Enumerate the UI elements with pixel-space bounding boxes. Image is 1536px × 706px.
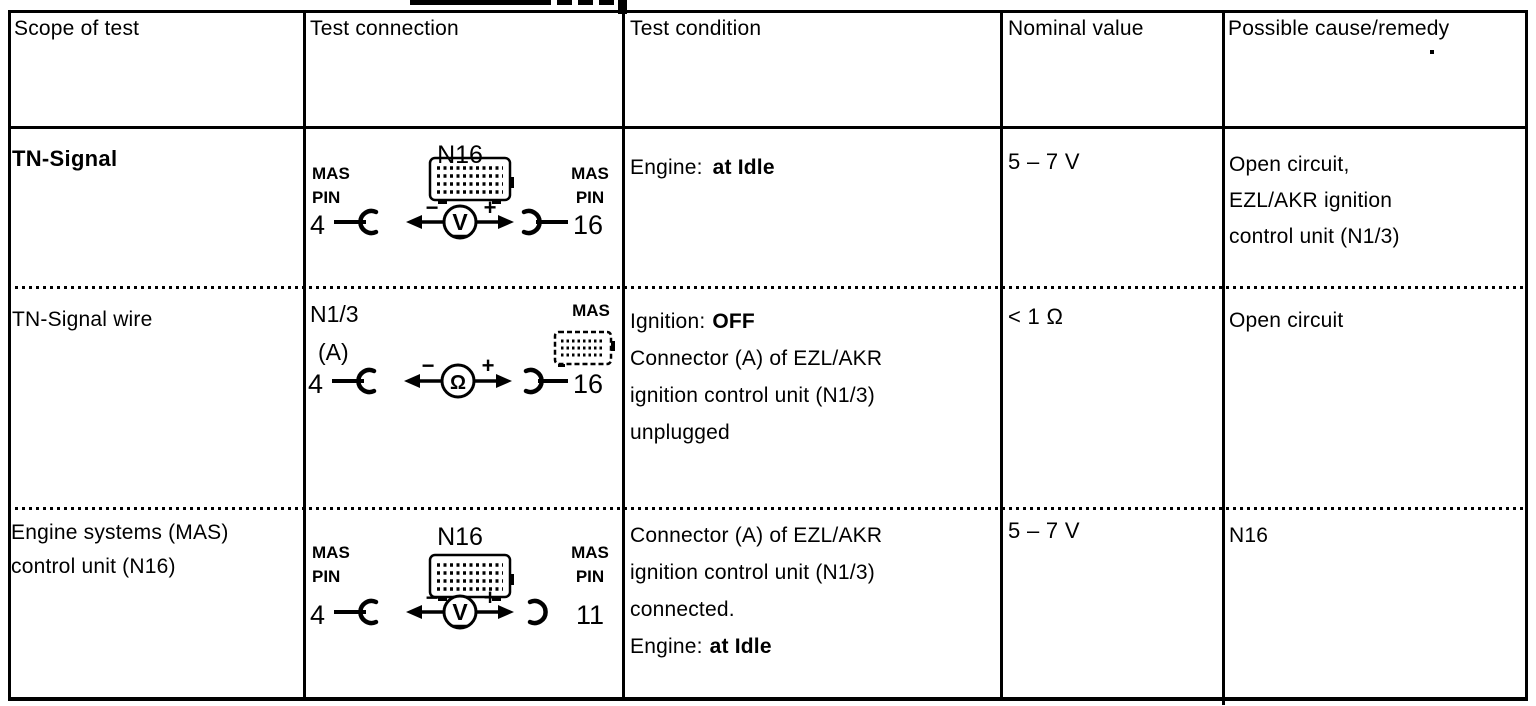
connector-terminal-icon [358, 208, 379, 236]
meter-symbol: V [452, 209, 468, 235]
voltmeter-icon: V − + [406, 585, 514, 630]
condition-line: Connector (A) of EZL/AKR [630, 524, 883, 547]
remedy-line: EZL/AKR ignition [1229, 189, 1393, 212]
table-left-border [8, 10, 11, 700]
table-bottom-border [8, 697, 1528, 701]
right-connector-label: MAS [572, 301, 610, 320]
condition-line: unplugged [630, 421, 730, 444]
condition-text-bold: at Idle [712, 156, 775, 179]
condition-text-bold: at Idle [709, 635, 772, 658]
condition-line: connected. [630, 598, 735, 621]
connector-box-icon [428, 553, 514, 601]
left-pin-number: 4 [310, 210, 325, 240]
right-connector-label: MAS [571, 164, 609, 183]
plus-sign: + [484, 585, 497, 610]
remedy-line: N16 [1229, 524, 1269, 547]
cell-condition-row1: Engine: at Idle [630, 149, 775, 186]
cell-condition-row2: Ignition: OFF Connector (A) of EZL/AKR ig… [630, 303, 882, 451]
condition-text-bold: OFF [712, 310, 755, 333]
right-pin-number: 11 [576, 600, 604, 630]
condition-text: Ignition: [630, 310, 706, 333]
test-connection-diagram-row1: MAS PIN 4 N16 V − + 16 M [310, 141, 609, 240]
cell-scope-row1: TN-Signal [12, 146, 118, 171]
cell-nominal-row2: < 1 Ω [1008, 304, 1064, 329]
remedy-line: Open circuit [1229, 309, 1344, 332]
right-pin-number: 16 [573, 210, 603, 240]
column-divider [303, 10, 306, 700]
connector-terminal-icon [356, 367, 377, 395]
condition-text: Engine: [630, 635, 703, 658]
connector-box-icon [553, 330, 615, 367]
header-possible-cause-remedy: Possible cause/remedy [1228, 17, 1450, 40]
right-pin-number: 16 [573, 369, 603, 399]
minus-sign: − [426, 585, 439, 610]
left-connector-label: N1/3 [310, 301, 359, 327]
left-connector-label: PIN [312, 188, 340, 207]
cell-nominal-row3: 5 – 7 V [1008, 518, 1080, 543]
left-connector-label: PIN [312, 567, 340, 586]
right-connector-label: PIN [576, 567, 604, 586]
connector-terminal-icon [527, 598, 548, 626]
scope-line: control unit (N16) [11, 555, 176, 578]
device-label: N16 [437, 141, 483, 169]
cell-scope-row2: TN-Signal wire [12, 308, 153, 331]
scan-artifact [618, 0, 627, 14]
cell-condition-row3: Connector (A) of EZL/AKR ignition contro… [630, 517, 882, 665]
header-nominal-value: Nominal value [1008, 17, 1144, 40]
header-test-connection: Test connection [310, 17, 459, 40]
right-connector-label: PIN [576, 188, 604, 207]
condition-line: ignition control unit (N1/3) [630, 384, 875, 407]
column-divider [1222, 10, 1225, 705]
left-pin-number: 4 [310, 600, 325, 630]
condition-line: ignition control unit (N1/3) [630, 561, 875, 584]
column-divider [622, 10, 625, 700]
header-scope-of-test: Scope of test [14, 17, 140, 40]
condition-line: Connector (A) of EZL/AKR [630, 347, 883, 370]
voltmeter-icon: V − + [406, 195, 514, 240]
connector-box-icon [428, 156, 514, 204]
connector-terminal-icon [358, 598, 379, 626]
column-divider [1000, 10, 1003, 700]
scan-artifact [414, 0, 542, 5]
left-connector-label: MAS [312, 164, 350, 183]
row-divider-dotted [8, 507, 1528, 510]
ohmmeter-icon: Ω − + [404, 353, 512, 399]
left-connector-label: (A) [318, 339, 349, 365]
test-connection-diagram-row2: N1/3 (A) 4 Ω − + MAS 16 [308, 301, 615, 399]
meter-symbol: Ω [450, 372, 466, 394]
device-label: N16 [437, 523, 483, 551]
cell-nominal-row1: 5 – 7 V [1008, 149, 1080, 174]
plus-sign: + [482, 353, 495, 378]
row-divider-dotted [8, 286, 1528, 289]
condition-text: Engine: [630, 156, 703, 179]
header-test-condition: Test condition [630, 17, 762, 40]
test-connection-diagram-row3: MAS PIN 4 N16 V − + 11 MAS [310, 523, 609, 630]
left-connector-label: MAS [312, 543, 350, 562]
cell-remedy-row1: Open circuit, EZL/AKR ignition control u… [1229, 147, 1400, 255]
header-row-divider [8, 126, 1528, 129]
scope-line: Engine systems (MAS) [11, 521, 229, 544]
cell-remedy-row2: Open circuit [1229, 303, 1343, 339]
remedy-line: Open circuit, [1229, 153, 1350, 176]
meter-symbol: V [452, 599, 468, 625]
cell-scope-row3: Engine systems (MAS) control unit (N16) [11, 516, 229, 584]
left-pin-number: 4 [308, 369, 323, 399]
cell-remedy-row3: N16 [1229, 518, 1268, 554]
right-connector-label: MAS [571, 543, 609, 562]
minus-sign: − [426, 195, 439, 220]
scan-artifact [1430, 50, 1434, 54]
remedy-line: control unit (N1/3) [1229, 225, 1400, 248]
table-top-border [8, 10, 1528, 13]
table-right-border [1525, 10, 1528, 700]
minus-sign: − [422, 353, 435, 378]
plus-sign: + [484, 195, 497, 220]
